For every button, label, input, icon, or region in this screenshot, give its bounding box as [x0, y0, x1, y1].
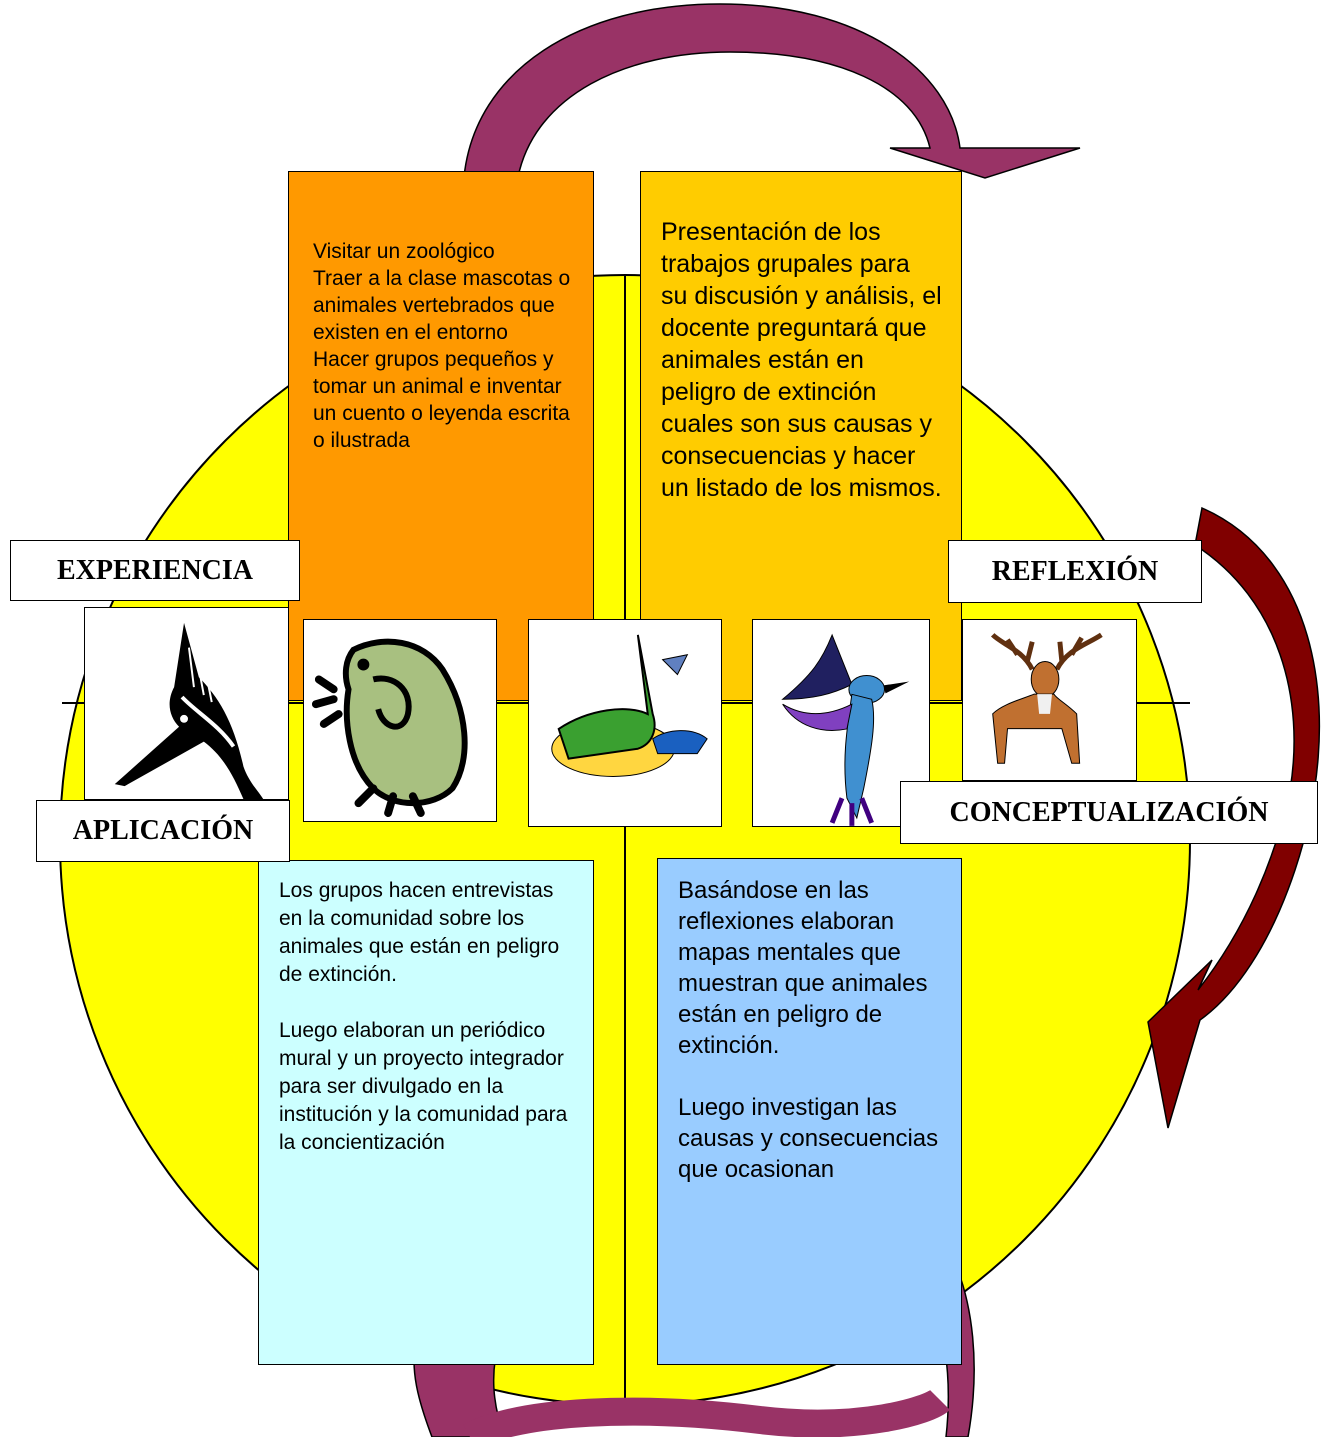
- frog-icon: [311, 638, 468, 817]
- label-experiencia: EXPERIENCIA: [10, 540, 300, 601]
- aplicacion-text-1: Los grupos hacen entrevistas en la comun…: [279, 879, 560, 986]
- label-experiencia-text: EXPERIENCIA: [56, 554, 254, 586]
- swordfish-picture: [84, 607, 289, 800]
- reflexion-text: Presentación de los trabajos grupales pa…: [661, 218, 942, 502]
- frog-picture: [303, 619, 497, 822]
- bird-icon: [781, 633, 910, 826]
- aplicacion-box: Los grupos hacen entrevistas en la comun…: [258, 860, 594, 1365]
- deer-icon: [990, 632, 1103, 764]
- conceptualizacion-text-1: Basándose en las reflexiones elaboran ma…: [678, 877, 928, 1059]
- crocodile-icon: [551, 634, 708, 777]
- experiencia-text: Visitar un zoológico Traer a la clase ma…: [313, 240, 571, 452]
- label-aplicacion-text: APLICACIÓN: [72, 815, 254, 846]
- aplicacion-text-2: Luego elaboran un periódico mural y un p…: [279, 1019, 568, 1154]
- swordfish-icon: [114, 622, 264, 799]
- label-conceptualizacion-text: CONCEPTUALIZACIÓN: [949, 796, 1269, 828]
- conceptualizacion-text-2: Luego investigan las causas y consecuenc…: [678, 1094, 939, 1183]
- experiencia-box: Visitar un zoológico Traer a la clase ma…: [288, 171, 594, 701]
- label-reflexion-text: REFLEXIÓN: [991, 555, 1159, 587]
- label-reflexion: REFLEXIÓN: [948, 540, 1202, 603]
- label-conceptualizacion: CONCEPTUALIZACIÓN: [900, 781, 1318, 844]
- reflexion-box: Presentación de los trabajos grupales pa…: [640, 171, 962, 701]
- deer-picture: [962, 619, 1137, 781]
- top-cycle-arrow: [463, 3, 1081, 179]
- conceptualizacion-box: Basándose en las reflexiones elaboran ma…: [657, 858, 962, 1365]
- label-aplicacion: APLICACIÓN: [36, 800, 290, 862]
- crocodile-picture: [528, 619, 722, 827]
